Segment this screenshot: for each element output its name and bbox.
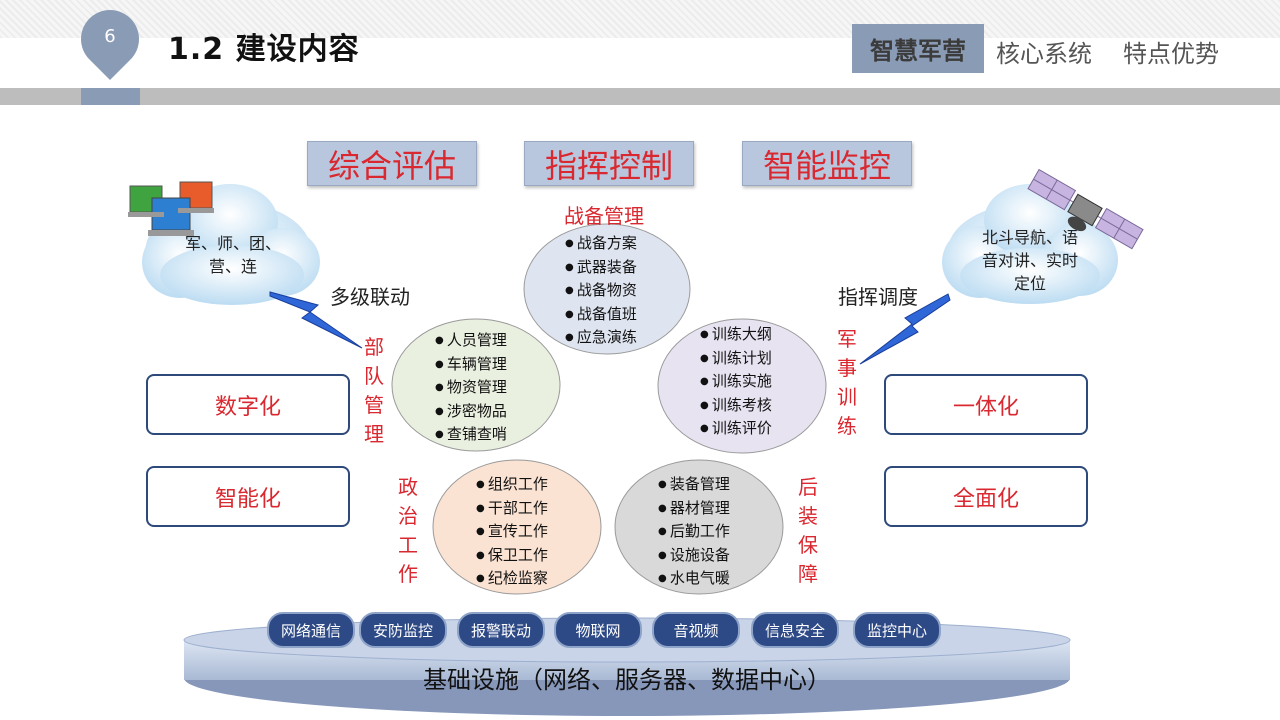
list-item: 战备物资 (565, 280, 637, 304)
side-box-comprehensive: 全面化 (884, 466, 1088, 527)
module-list-right: 训练大纲 训练计划 训练实施 训练考核 训练评价 (700, 324, 772, 442)
side-box-digital: 数字化 (146, 374, 350, 435)
module-list-bottom-right: 装备管理 器材管理 后勤工作 设施设备 水电气暖 (658, 474, 730, 592)
pill-monitoring-center: 监控中心 (853, 612, 941, 648)
module-title-troop-management: 部队管理 (364, 335, 384, 446)
module-title-military-training: 军事训练 (837, 327, 857, 438)
list-item: 水电气暖 (658, 568, 730, 592)
left-cloud-text: 军、师、团、 营、连 (178, 232, 288, 278)
pill-information-security: 信息安全 (751, 612, 839, 648)
side-box-integrated: 一体化 (884, 374, 1088, 435)
left-cloud-line-2: 营、连 (208, 257, 257, 276)
list-item: 应急演练 (565, 327, 637, 351)
pill-iot: 物联网 (554, 612, 642, 648)
header-texture (0, 0, 1280, 38)
list-item: 战备方案 (565, 233, 637, 257)
list-item: 器材管理 (658, 498, 730, 522)
module-list-bottom-left: 组织工作 干部工作 宣传工作 保卫工作 纪检监察 (476, 474, 548, 592)
list-item: 保卫工作 (476, 545, 548, 569)
list-item: 训练实施 (700, 371, 772, 395)
list-item: 查铺查哨 (435, 424, 507, 448)
right-cloud-line-1: 北斗导航、语 (981, 228, 1078, 247)
list-item: 车辆管理 (435, 354, 507, 378)
list-item: 训练大纲 (700, 324, 772, 348)
left-cloud-line-1: 军、师、团、 (184, 234, 281, 253)
list-item: 后勤工作 (658, 521, 730, 545)
right-cloud-line-2: 音对讲、实时 (981, 251, 1078, 270)
list-item: 训练评价 (700, 418, 772, 442)
pill-audio-video: 音视频 (652, 612, 740, 648)
list-item: 组织工作 (476, 474, 548, 498)
nav-tab-features[interactable]: 特点优势 (1123, 40, 1219, 68)
list-item: 宣传工作 (476, 521, 548, 545)
left-cloud-icon (142, 184, 320, 305)
list-item: 武器装备 (565, 257, 637, 281)
pill-alarm-linkage: 报警联动 (457, 612, 545, 648)
list-item: 装备管理 (658, 474, 730, 498)
side-box-intelligent: 智能化 (146, 466, 350, 527)
list-item: 设施设备 (658, 545, 730, 569)
module-title-combat-readiness: 战备管理 (564, 204, 644, 228)
page-title: 1.2 建设内容 (168, 32, 360, 67)
computers-icon (128, 181, 214, 236)
page-number: 6 (104, 26, 116, 47)
list-item: 训练计划 (700, 348, 772, 372)
right-lightning-icon (859, 293, 951, 365)
infrastructure-label: 基础设施（网络、服务器、数据中心） (423, 666, 831, 694)
top-box-monitoring: 智能监控 (742, 141, 912, 186)
module-title-political-work: 政治工作 (398, 475, 418, 586)
nav-tab-smart-camp[interactable]: 智慧军营 (852, 24, 984, 73)
list-item: 人员管理 (435, 330, 507, 354)
header-divider-accent (81, 88, 140, 105)
list-item: 干部工作 (476, 498, 548, 522)
top-box-evaluation: 综合评估 (307, 141, 477, 186)
pill-security-monitoring: 安防监控 (359, 612, 447, 648)
module-list-top: 战备方案 武器装备 战备物资 战备值班 应急演练 (565, 233, 637, 351)
right-cloud-line-3: 定位 (1013, 274, 1046, 293)
top-box-command: 指挥控制 (524, 141, 694, 186)
module-list-left: 人员管理 车辆管理 物资管理 涉密物品 查铺查哨 (435, 330, 507, 448)
header-background (0, 38, 1280, 88)
list-item: 战备值班 (565, 304, 637, 328)
label-multi-level-linkage: 多级联动 (330, 285, 410, 309)
list-item: 物资管理 (435, 377, 507, 401)
satellite-icon (1027, 168, 1144, 250)
nav-tab-core-system[interactable]: 核心系统 (996, 40, 1092, 68)
module-title-logistics: 后装保障 (798, 475, 818, 586)
list-item: 训练考核 (700, 395, 772, 419)
right-cloud-icon (942, 184, 1118, 304)
label-command-dispatch: 指挥调度 (838, 285, 918, 309)
pill-network-communication: 网络通信 (267, 612, 355, 648)
header-divider-bar (0, 88, 1280, 105)
right-cloud-text: 北斗导航、语 音对讲、实时 定位 (970, 226, 1090, 295)
list-item: 涉密物品 (435, 401, 507, 425)
left-lightning-icon (269, 291, 363, 349)
list-item: 纪检监察 (476, 568, 548, 592)
